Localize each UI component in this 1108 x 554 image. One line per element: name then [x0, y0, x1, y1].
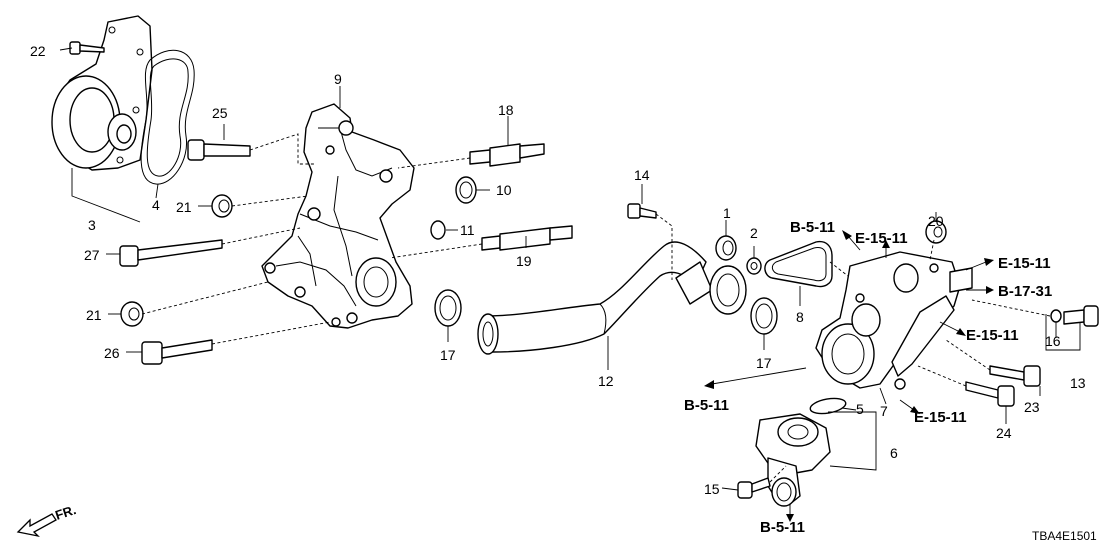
thermostat-gasket-5 — [809, 397, 847, 415]
solid-leaders — [59, 47, 1081, 491]
callout-11: 11 — [460, 222, 475, 238]
callout-26: 26 — [104, 345, 120, 361]
callout-10: 10 — [496, 182, 512, 198]
callout-16: 16 — [1045, 333, 1061, 349]
bolt-25 — [187, 139, 251, 161]
ref-b-5-11-top: B-5-11 — [790, 219, 835, 236]
ref-b-5-11-left: B-5-11 — [684, 397, 729, 414]
bolt-27 — [119, 239, 223, 267]
bolt-26 — [141, 339, 213, 365]
o-ring-17-right — [750, 297, 778, 335]
sensor-13 — [1050, 305, 1099, 327]
bracket-housing — [261, 103, 415, 329]
callout-17-right: 17 — [756, 355, 772, 371]
water-pump-gasket — [140, 49, 195, 185]
callout-4: 4 — [152, 197, 160, 213]
callout-24: 24 — [996, 425, 1012, 441]
callout-20: 20 — [928, 213, 944, 229]
callout-1: 1 — [723, 205, 731, 221]
ref-b-17-31: B-17-31 — [998, 283, 1052, 300]
callout-8: 8 — [796, 309, 804, 325]
callout-labels: 1 2 3 4 5 6 7 8 9 10 11 12 13 14 15 16 1… — [30, 43, 1086, 497]
ref-b-5-11-bottom: B-5-11 — [760, 519, 805, 536]
callout-27: 27 — [84, 247, 100, 263]
callout-6: 6 — [890, 445, 898, 461]
stud-19 — [481, 225, 573, 251]
callout-23: 23 — [1024, 399, 1040, 415]
bolt-14 — [627, 203, 657, 219]
o-ring-17-left — [434, 289, 462, 327]
direction-label: FR. — [53, 502, 78, 523]
callout-3: 3 — [88, 217, 96, 233]
callout-13: 13 — [1070, 375, 1086, 391]
water-pipe — [477, 241, 747, 355]
callout-25: 25 — [212, 105, 228, 121]
gasket-8 — [764, 240, 833, 288]
washer-2 — [746, 257, 762, 275]
ref-e-15-11-right-upper: E-15-11 — [998, 255, 1051, 272]
nut-21-lower — [120, 301, 144, 327]
callout-21-upper: 21 — [176, 199, 192, 215]
callout-22: 22 — [30, 43, 46, 59]
o-ring-10 — [455, 176, 477, 204]
ref-e-15-11-top: E-15-11 — [855, 230, 908, 247]
callout-7: 7 — [880, 403, 888, 419]
bolt-15 — [737, 477, 771, 499]
callout-17-left: 17 — [440, 347, 456, 363]
reference-arrows — [704, 230, 994, 522]
ref-e-15-11-right-lower: E-15-11 — [966, 327, 1019, 344]
callout-12: 12 — [598, 373, 614, 389]
callout-5: 5 — [856, 401, 864, 417]
callout-21-lower: 21 — [86, 307, 102, 323]
dashed-leaders — [141, 133, 1051, 483]
callout-9: 9 — [334, 71, 342, 87]
stud-18 — [469, 143, 545, 167]
ref-e-15-11-bottom: E-15-11 — [914, 409, 967, 426]
bolt-22 — [69, 41, 105, 55]
callout-15: 15 — [704, 481, 720, 497]
callout-14: 14 — [634, 167, 650, 183]
grommet-1 — [715, 235, 737, 261]
water-pump — [51, 15, 153, 171]
bolt-24 — [965, 381, 1015, 407]
front-direction-arrow: FR. — [16, 502, 78, 538]
callout-18: 18 — [498, 102, 514, 118]
thermostat-6 — [755, 413, 831, 507]
nut-21-upper — [211, 194, 233, 218]
reference-labels: B-5-11 B-5-11 B-5-11 E-15-11 E-15-11 E-1… — [684, 219, 1052, 536]
callout-19: 19 — [516, 253, 532, 269]
thermostat-case — [815, 251, 973, 390]
o-ring-11 — [430, 220, 446, 240]
diagram-code: TBA4E1501 — [1032, 529, 1097, 543]
callout-2: 2 — [750, 225, 758, 241]
bolt-23 — [989, 365, 1041, 387]
